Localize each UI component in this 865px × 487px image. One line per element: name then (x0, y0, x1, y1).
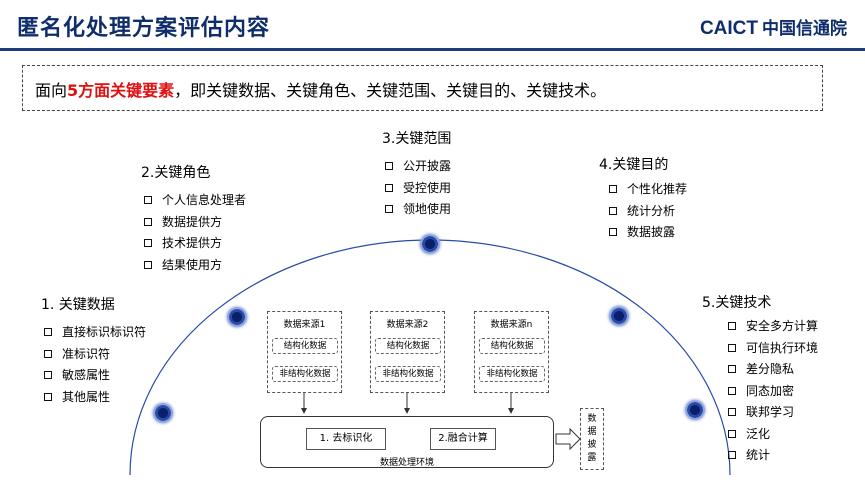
list-item: 敏感属性 (42, 367, 146, 389)
category-purpose-title: 4.关键目的 (599, 157, 669, 173)
list-item: 差分隐私 (726, 361, 818, 383)
unstructured-data-1: 非结构化数据 (272, 366, 338, 382)
category-roles-list: 个人信息处理者 数据提供方 技术提供方 结果使用方 (142, 192, 246, 278)
list-item: 受控使用 (383, 180, 451, 202)
data-source-title-2: 数据来源2 (386, 320, 429, 330)
list-item: 同态加密 (726, 383, 818, 405)
category-scope-list: 公开披露 受控使用 领地使用 (383, 158, 451, 223)
node-purpose (609, 306, 629, 326)
intro-prefix: 面向 (35, 81, 68, 100)
intro-suffix: ，即关键数据、关键角色、关键范围、关键目的、关键技术。 (174, 81, 607, 100)
category-purpose-list: 个性化推荐 统计分析 数据披露 (607, 181, 687, 246)
list-item: 公开披露 (383, 158, 451, 180)
data-source-title-1: 数据来源1 (283, 320, 326, 330)
fusion-compute-step: 2.融合计算 (430, 428, 496, 450)
structured-data-2: 结构化数据 (375, 338, 441, 354)
node-roles (227, 307, 247, 327)
node-tech (685, 400, 705, 420)
category-roles-title: 2.关键角色 (141, 165, 211, 181)
list-item: 其他属性 (42, 389, 146, 411)
data-source-box-n (474, 311, 549, 393)
disclosure-char: 披 (587, 440, 597, 450)
disclosure-char: 露 (587, 453, 597, 463)
list-item: 个性化推荐 (607, 181, 687, 203)
logo-latin: CAICT (699, 18, 758, 39)
data-disclosure-box: 数 据 披 露 (580, 408, 604, 470)
unstructured-data-2: 非结构化数据 (375, 366, 441, 382)
list-item: 结果使用方 (142, 257, 246, 279)
intro-text: 面向5方面关键要素，即关键数据、关键角色、关键范围、关键目的、关键技术。 (35, 77, 606, 101)
node-scope (420, 234, 440, 254)
data-source-box-2 (370, 311, 445, 393)
page-title: 匿名化处理方案评估内容 (17, 16, 271, 41)
data-source-title-n: 数据来源n (490, 320, 533, 330)
list-item: 数据提供方 (142, 214, 246, 236)
list-item: 个人信息处理者 (142, 192, 246, 214)
list-item: 可信执行环境 (726, 340, 818, 362)
unstructured-data-n: 非结构化数据 (479, 366, 545, 382)
category-data-title: 1. 关键数据 (41, 297, 115, 313)
disclosure-char: 据 (587, 427, 597, 437)
category-scope-title: 3.关键范围 (382, 131, 452, 147)
list-item: 技术提供方 (142, 235, 246, 257)
structured-data-n: 结构化数据 (479, 338, 545, 354)
list-item: 准标识符 (42, 346, 146, 368)
processing-environment-label: 数据处理环境 (380, 458, 435, 468)
deidentification-step: 1. 去标识化 (306, 428, 386, 450)
list-item: 领地使用 (383, 201, 451, 223)
list-item: 数据披露 (607, 224, 687, 246)
list-item: 联邦学习 (726, 404, 818, 426)
node-data (153, 403, 173, 423)
title-divider (0, 48, 865, 51)
list-item: 统计 (726, 447, 818, 469)
category-data-list: 直接标识标识符 准标识符 敏感属性 其他属性 (42, 324, 146, 410)
list-item: 统计分析 (607, 203, 687, 225)
logo-cn: 中国信通院 (762, 19, 847, 39)
list-item: 安全多方计算 (726, 318, 818, 340)
disclosure-char: 数 (587, 414, 597, 424)
structured-data-1: 结构化数据 (272, 338, 338, 354)
data-source-box-1 (267, 311, 342, 393)
list-item: 泛化 (726, 426, 818, 448)
category-tech-list: 安全多方计算 可信执行环境 差分隐私 同态加密 联邦学习 泛化 统计 (726, 318, 818, 469)
category-tech-title: 5.关键技术 (702, 295, 772, 311)
intro-highlight: 5方面关键要素 (67, 81, 175, 100)
intro-box (22, 65, 823, 111)
list-item: 直接标识标识符 (42, 324, 146, 346)
